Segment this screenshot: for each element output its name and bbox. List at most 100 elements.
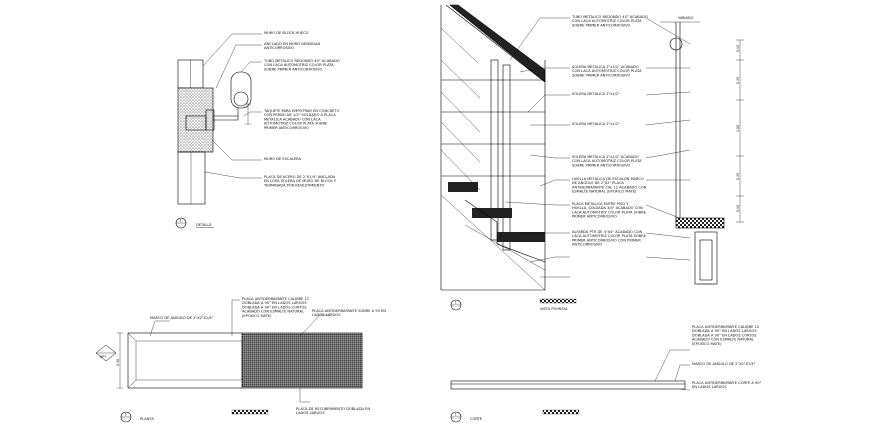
d1-note-5: MURO DE ESCALERA [264, 157, 302, 161]
d3-level-mark: NPT [100, 355, 106, 359]
d2-dim-4: 0.35 [736, 173, 740, 180]
note-line: LACA AUTOMOTRIZ COLOR PLATA SOBRE [572, 234, 647, 238]
d2-dim-2: 0.35 [736, 77, 740, 84]
handrail-top [449, 4, 546, 83]
stair-tread-2 [472, 208, 512, 218]
railing-post-2 [502, 64, 511, 251]
d2-dim-1: 0.15 [736, 45, 740, 52]
railing-post-1 [490, 59, 499, 241]
side-base-plate [675, 217, 725, 229]
note-line: DE ANGULO DE 2"X2" PLACA [572, 181, 624, 185]
detail-1-wall-section [177, 33, 262, 205]
note-line: LADOS LARGOS [312, 313, 341, 317]
block-wall-lower [177, 151, 206, 205]
anchor-bracket [213, 108, 239, 121]
note-line: CON PERNO DE 1/2" SOLDADO A PLACA [264, 113, 336, 117]
note-line: DOBLADA A 90° EN LADOS CORTOS [242, 305, 307, 309]
note-line: DOBLADA A 90° EN LADOS LARGOS [692, 329, 757, 333]
d2-top-dim: VARIABLE [678, 16, 693, 20]
note-line: CON LACA AUTOMOTRIZ COLOR PLATA [572, 69, 642, 73]
note-line: LADOS LARGOS [296, 411, 325, 415]
d2-scale-bar [539, 298, 577, 304]
d4-scale-bar [542, 409, 580, 415]
d3-note-1: MARCO DE ANGULO DE 2"X2"X1/4" [150, 316, 214, 320]
detail-4-title: 1 CORTE [450, 409, 580, 423]
section-plate [450, 380, 686, 390]
detail-3-notes: MARCO DE ANGULO DE 2"X2"X1/4" PLACA ANTI… [150, 297, 386, 415]
note-line: (EPOXICO MATE) [242, 314, 272, 318]
d3-label: PLANTA [140, 417, 154, 421]
detail-4-tread-section [450, 349, 690, 391]
detail-2-stair-elevation [440, 4, 691, 291]
d4-note-3: PLACA ANTIDERRAPANTE CORTE A 90°EN LADOS… [692, 381, 762, 389]
d1-note-1: MURO DE BLOCK HUECO [264, 31, 309, 35]
d2-dim-5: 0.15 [736, 205, 740, 212]
note-line: CON LACA AUTOMOTRIZ COLOR PLATA [572, 159, 642, 163]
note-line: PRIMER ANTICORROSIVO [264, 126, 309, 130]
d4-note-2: MARCO DE ANGULO DE 2"X2"X1/4" [692, 362, 756, 366]
d2-label: VISTA FRONTAL [540, 307, 568, 311]
d2-symbol-number: 1 [455, 301, 457, 305]
handrail-tube [230, 71, 252, 109]
note-line: METALICA ACABADO CON LACA [264, 117, 321, 121]
detail-1-notes: MURO DE BLOCK HUECO ANCLADO EN MURO DENS… [263, 31, 340, 187]
d4-label: CORTE [470, 417, 483, 421]
note-line: ESMALTE NATURAL (EPOXICO MATE) [572, 190, 637, 194]
d2-dim-3: 1.00 [736, 125, 740, 132]
d3-width-dim: 0.30 [116, 359, 120, 366]
note-line: HUELLA, SOLDADA 3/4" ACABADO CON [572, 206, 643, 210]
detail-2-side-elevation: VARIABLE 0.15 0.35 1.00 0.35 0.15 [660, 16, 744, 285]
note-line: TERMINADA POR REVESTIMIENTO [263, 183, 325, 187]
tread-plate-hatch [241, 333, 363, 388]
note-line: DOBLADA A 90° EN LADOS LARGOS [242, 301, 307, 305]
note-line: DOBLADA A 90° EN LADOS CORTOS [692, 333, 757, 337]
note-line: SOBRE PRIMER ANTICORROSIVO [572, 163, 631, 167]
note-line: (EPOXICO MATE) [692, 342, 722, 346]
note-line: EN LADOS LARGOS [692, 385, 727, 389]
note-line: SOBRE PRIMER ANTICORROSIVO [572, 23, 631, 27]
note-line: ACABADO CON ESMALTE NATURAL [242, 310, 304, 314]
detail-2-title: 1 VISTA FRONTAL [450, 298, 577, 311]
detail-3-tread-plan: 0.30 NPT [95, 299, 363, 403]
d4-symbol-number: 1 [455, 413, 457, 417]
note-line: SOBRE PRIMER ANTICORROSIVO [264, 67, 323, 71]
d3-symbol-number: 1 [125, 413, 127, 417]
note-line: PRIMER ANTICORROSIVO [572, 215, 617, 219]
note-line: PRIMER ANTICORROSIVO CON PRIMER [572, 238, 641, 242]
detail-3-title: 1 PLANTA [120, 409, 269, 423]
note-line: LACA AUTOMOTRIZ COLOR PLATA SOBRE [572, 210, 647, 214]
note-line: ACABADO CON ESMALTE NATURAL [692, 338, 754, 342]
note-line: ANTICORROSIVO [572, 243, 602, 247]
note-line: CON LACA AUTOMOTRIZ COLOR PLATA [572, 19, 642, 23]
note-line: ANTICORROSIVO [264, 46, 294, 50]
d1-symbol-number: 1 [180, 219, 182, 223]
concrete-fill [177, 87, 214, 153]
stair-tread-3 [497, 232, 545, 242]
d2-note-3: SOLERA METALICA 2"x1/2" [572, 92, 620, 96]
stair-tread-1 [448, 182, 478, 192]
detail-1-title: 1 DETALLE [175, 217, 214, 229]
note-line: CON LACA AUTOMOTRIZ COLOR PLATA [264, 63, 334, 67]
note-line: AUTOMOTRIZ COLOR PLATA SOBRE [264, 122, 328, 126]
d1-label: DETALLE [196, 223, 212, 227]
note-line: ANTIDERRAPANTE CAL 12 ACABADO CON [572, 185, 647, 189]
note-line: SOBRE PRIMER ANTICORROSIVO [572, 73, 631, 77]
d3-scale-bar [231, 409, 269, 415]
